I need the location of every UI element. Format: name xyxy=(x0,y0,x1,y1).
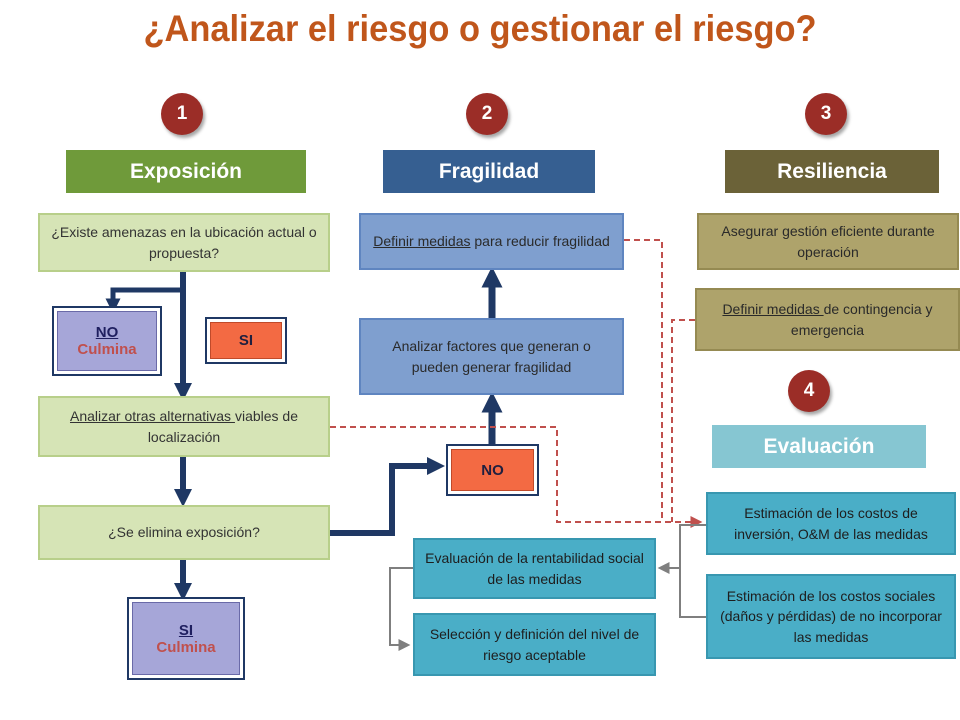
eliminate-question-text: ¿Se elimina exposición? xyxy=(108,524,260,541)
page-title: ¿Analizar el riesgo o gestionar el riesg… xyxy=(143,8,817,49)
define-measures-text: Definir medidas para reducir fragilidad xyxy=(373,231,610,251)
arrow-threat-to-no-culmina xyxy=(105,287,183,314)
no-frame: NO xyxy=(446,444,539,496)
step-3-badge: 3 xyxy=(805,93,847,135)
define-measures-underlined: Definir medidas xyxy=(373,233,471,250)
analyze-factors-box: Analizar factores que generan o pueden g… xyxy=(359,318,624,395)
step-2-badge: 2 xyxy=(466,93,508,135)
acceptable-risk-text: Selección y definición del nivel de ries… xyxy=(429,626,640,663)
si-box: SI xyxy=(210,322,282,359)
gray-arrow-to-acceptable xyxy=(389,567,413,651)
no-culmina-box: NO Culmina xyxy=(57,311,157,371)
no-culmina-line1: NO xyxy=(95,324,119,341)
si-frame: SI xyxy=(205,317,287,364)
threat-question-box: ¿Existe amenazas en la ubicación actual … xyxy=(38,213,330,272)
no-box: NO xyxy=(451,449,534,491)
step-1-badge: 1 xyxy=(161,93,203,135)
define-measures-box: Definir medidas para reducir fragilidad xyxy=(359,213,624,270)
investment-costs-box: Estimación de los costos de inversión, O… xyxy=(706,492,956,555)
contingency-underlined: Definir medidas xyxy=(722,301,824,318)
social-costs-box: Estimación de los costos sociales (daños… xyxy=(706,574,956,659)
exposure-header: Exposición xyxy=(66,150,306,193)
contingency-box: Definir medidas de contingencia y emerge… xyxy=(695,288,960,351)
alternatives-rest: viables de localización xyxy=(147,408,298,445)
no-culmina-frame: NO Culmina xyxy=(52,306,162,376)
dashed-contingency-to-costs xyxy=(671,319,695,522)
si-culmina-frame: SI Culmina xyxy=(127,597,245,680)
step-4-badge: 4 xyxy=(788,370,830,412)
si-culmina-line1: SI xyxy=(178,621,194,639)
si-culmina-line2: Culmina xyxy=(156,638,216,656)
fragility-header: Fragilidad xyxy=(383,150,595,193)
gray-bracket-costs xyxy=(679,524,706,618)
dashed-define-to-costs xyxy=(624,239,663,522)
define-measures-rest: para reducir fragilidad xyxy=(470,233,610,250)
social-costs-text: Estimación de los costos sociales (daños… xyxy=(720,588,942,645)
contingency-text: Definir medidas de contingencia y emerge… xyxy=(705,299,950,340)
resilience-header: Resiliencia xyxy=(725,150,939,193)
evaluation-header: Evaluación xyxy=(712,425,926,468)
arrow-eliminate-to-no xyxy=(330,457,445,536)
social-profitability-text: Evaluación de la rentabilidad social de … xyxy=(425,550,644,587)
eliminate-question-box: ¿Se elimina exposición? xyxy=(38,505,330,560)
no-culmina-line2: Culmina xyxy=(77,341,137,358)
alternatives-box: Analizar otras alternativas viables de l… xyxy=(38,396,330,457)
alternatives-underlined: Analizar otras alternativas xyxy=(69,408,235,425)
dashed-alternatives-to-costs xyxy=(330,426,703,528)
alternatives-text: Analizar otras alternativas viables de l… xyxy=(48,406,320,447)
investment-costs-text: Estimación de los costos de inversión, O… xyxy=(734,505,928,542)
social-profitability-box: Evaluación de la rentabilidad social de … xyxy=(413,538,656,599)
analyze-factors-text: Analizar factores que generan o pueden g… xyxy=(392,338,591,375)
acceptable-risk-box: Selección y definición del nivel de ries… xyxy=(413,613,656,676)
si-culmina-box: SI Culmina xyxy=(132,602,240,675)
contingency-rest: de contingencia y emergencia xyxy=(790,301,933,338)
threat-question-text: ¿Existe amenazas en la ubicación actual … xyxy=(51,224,317,261)
management-text: Asegurar gestión eficiente durante opera… xyxy=(721,223,935,260)
management-box: Asegurar gestión eficiente durante opera… xyxy=(697,213,959,270)
